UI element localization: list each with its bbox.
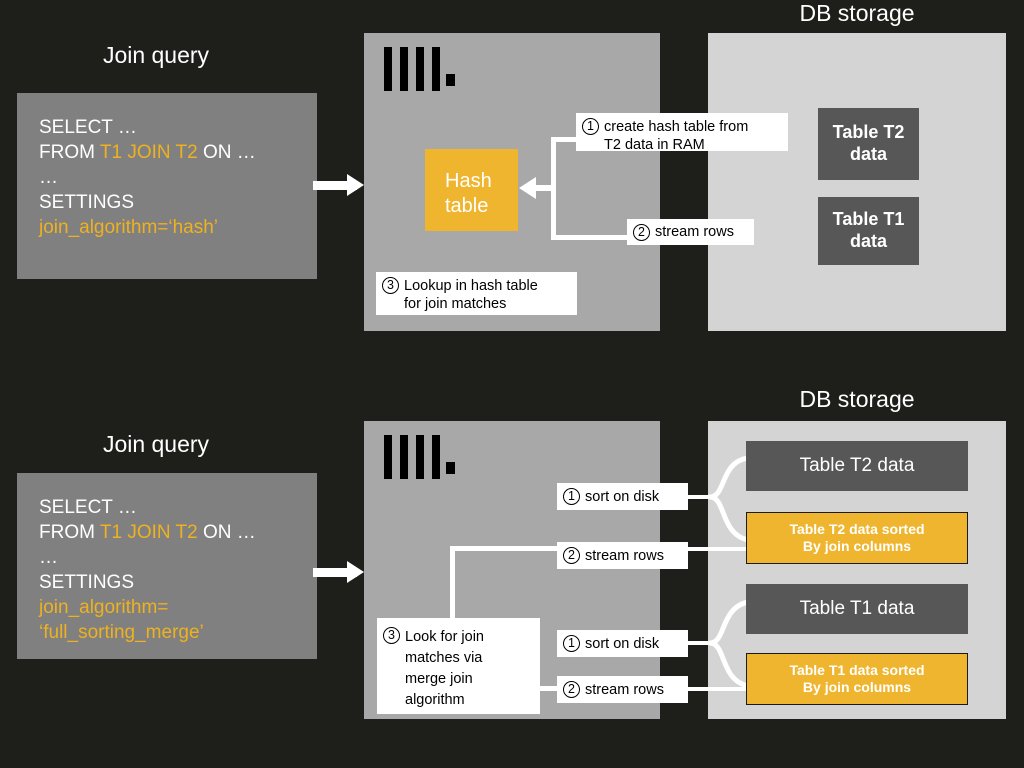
bottom-table-t2-sorted-line1: Table T2 data sorted [789, 520, 925, 537]
top-callout-step-1: 1 create hash table from T2 data in RAM [576, 113, 788, 153]
top-query-from-keyword: FROM [39, 142, 100, 163]
hash-table-label-line1: Hash [445, 170, 492, 192]
hash-table-block: Hash table [425, 149, 518, 231]
bottom-callout-2-t2-label: stream rows [585, 547, 664, 564]
top-callout-step-2: 2 stream rows [627, 219, 754, 245]
bottom-callout-1-t1-label: sort on disk [585, 635, 660, 652]
bottom-line-step2-t1 [688, 687, 750, 691]
clickhouse-logo-dot [446, 462, 455, 474]
clickhouse-logo-bar [432, 435, 440, 479]
top-table-t1-block: Table T1 data [818, 197, 919, 265]
bottom-table-t2-sorted-block: Table T2 data sorted By join columns [746, 512, 968, 564]
top-query-line-join-algorithm: join_algorithm=‘hash’ [39, 217, 219, 238]
step-number-badge: 1 [563, 488, 580, 505]
bottom-flow-arrow-head [347, 561, 364, 583]
step-number-badge: 1 [582, 118, 599, 135]
clickhouse-logo [384, 435, 459, 479]
bottom-callout-step-1-t2: 1 sort on disk [557, 483, 688, 510]
bottom-callout-3-line2: matches via [405, 650, 483, 666]
top-storage-panel [708, 33, 1006, 331]
top-query-on-clause: ON … [197, 142, 256, 163]
bottom-line-step1-t2 [688, 495, 712, 499]
top-query-line-select: SELECT … [39, 117, 137, 138]
top-query-line-settings: SETTINGS [39, 192, 135, 213]
bottom-query-line-settings: SETTINGS [39, 572, 135, 593]
bottom-callout-step-2-t2: 2 stream rows [557, 542, 688, 569]
top-query-join-clause: T1 JOIN T2 [99, 142, 198, 163]
bottom-query-line-algorithm-value: ‘full_sorting_merge’ [39, 622, 204, 643]
clickhouse-logo-bar [432, 47, 440, 91]
step-number-badge: 2 [633, 223, 650, 241]
bottom-connector-top-horizontal [450, 546, 560, 551]
top-callout-3-line2: for join matches [404, 296, 507, 312]
bottom-flow-arrow-shaft [313, 568, 357, 577]
bottom-table-t2-block: Table T2 data [746, 441, 968, 491]
bottom-query-join-clause: T1 JOIN T2 [99, 522, 198, 543]
bottom-query-line-ellipsis: … [39, 547, 59, 568]
bottom-db-storage-title: DB storage [799, 386, 915, 412]
top-table-t2-block: Table T2 data [818, 108, 919, 180]
clickhouse-logo-bar [400, 47, 408, 91]
top-table-t2-line2: data [849, 144, 887, 164]
top-db-storage-title: DB storage [799, 0, 915, 26]
bottom-table-t1-label: Table T1 data [799, 598, 915, 620]
bottom-query-line-select: SELECT … [39, 497, 137, 518]
step-number-badge: 2 [563, 681, 580, 698]
bottom-callout-3-line1: Look for join [405, 629, 484, 645]
top-query-line-ellipsis: … [39, 167, 59, 188]
bottom-table-t1-sorted-block: Table T1 data sorted By join columns [746, 653, 968, 705]
bottom-table-t1-sorted-line2: By join columns [802, 679, 912, 695]
top-flow-arrow-head [347, 174, 364, 196]
bottom-query-line-join-algorithm: join_algorithm= [39, 597, 169, 618]
bottom-line-step2-t2 [688, 547, 750, 551]
clickhouse-logo-bar [400, 435, 408, 479]
top-table-t1-line1: Table T1 [832, 209, 905, 230]
top-callout-1-line2: T2 data in RAM [604, 137, 705, 153]
step-number-badge: 3 [382, 277, 399, 294]
top-table-t1-line2: data [849, 231, 887, 251]
top-connector-bottom-horizontal [551, 235, 631, 240]
bottom-table-t2-sorted-line2: By join columns [802, 538, 912, 554]
bottom-callout-step-3: 3 Look for join matches via merge join a… [377, 618, 540, 714]
bottom-callout-2-t1-label: stream rows [585, 681, 664, 698]
bottom-query-on-clause: ON … [197, 522, 256, 543]
top-callout-step-3: 3 Lookup in hash table for join matches [376, 272, 577, 315]
bottom-table-t1-block: Table T1 data [746, 584, 968, 634]
bottom-callout-1-t2-label: sort on disk [585, 488, 660, 505]
bottom-callout-3-line4: algorithm [405, 692, 465, 708]
bottom-join-query-title: Join query [102, 431, 210, 457]
bottom-callout-step-1-t1: 1 sort on disk [557, 630, 688, 657]
bottom-callout-3-line3: merge join [405, 671, 473, 687]
top-flow-arrow-shaft [313, 181, 357, 190]
top-connector-arrow-head [519, 177, 536, 199]
top-join-query-title: Join query [102, 42, 210, 68]
top-callout-2-label: stream rows [655, 224, 734, 240]
hash-table-label-line2: table [445, 195, 489, 217]
bottom-query-line-from: FROM T1 JOIN T2 ON … [39, 520, 317, 545]
clickhouse-logo-bar [416, 47, 424, 91]
top-connector-arrow-shaft [534, 185, 556, 191]
clickhouse-logo [384, 47, 459, 91]
bottom-table-t2-label: Table T2 data [799, 455, 915, 477]
top-table-t2-line1: Table T2 [832, 122, 905, 143]
top-query-box: SELECT … FROM T1 JOIN T2 ON … … SETTINGS… [17, 93, 317, 279]
top-callout-3-line1: Lookup in hash table [404, 278, 538, 294]
top-callout-1-line1: create hash table from [604, 119, 749, 135]
bottom-query-box: SELECT … FROM T1 JOIN T2 ON … … SETTINGS… [17, 473, 317, 659]
bottom-query-from-keyword: FROM [39, 522, 100, 543]
clickhouse-logo-bar [416, 435, 424, 479]
bottom-table-t1-sorted-line1: Table T1 data sorted [789, 661, 925, 678]
bottom-callout-step-2-t1: 2 stream rows [557, 676, 688, 703]
clickhouse-logo-bar [384, 47, 392, 91]
step-number-badge: 2 [563, 547, 580, 564]
step-number-badge: 3 [383, 627, 400, 644]
bottom-line-step1-t1 [688, 641, 712, 645]
clickhouse-logo-bar [384, 435, 392, 479]
clickhouse-logo-dot [446, 74, 455, 86]
top-query-line-from: FROM T1 JOIN T2 ON … [39, 140, 317, 165]
step-number-badge: 1 [563, 635, 580, 652]
